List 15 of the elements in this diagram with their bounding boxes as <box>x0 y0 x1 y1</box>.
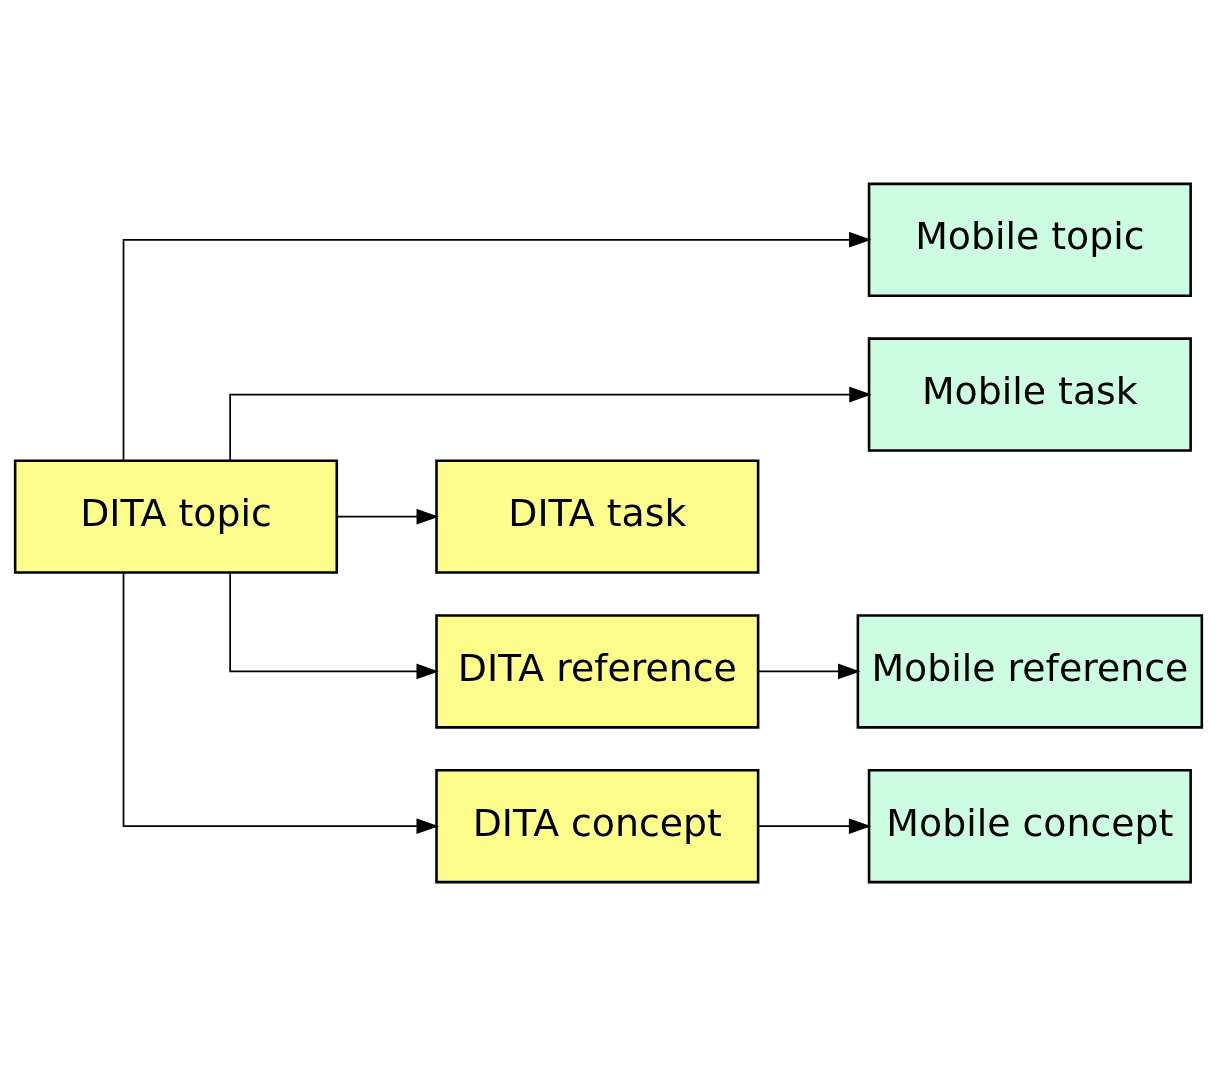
arrow <box>757 818 872 835</box>
node-box: Mobile task <box>867 337 1192 452</box>
arrow <box>122 571 439 835</box>
arrow <box>229 572 439 680</box>
node-box: Mobile reference <box>856 614 1204 729</box>
node-box: Mobile topic <box>867 182 1192 297</box>
node-box: DITA topic <box>13 459 339 574</box>
node-box: Mobile concept <box>867 769 1192 884</box>
node-box: DITA task <box>435 459 760 574</box>
arrow <box>757 663 861 680</box>
arrow <box>229 386 872 462</box>
node-box: DITA reference <box>435 614 760 729</box>
arrow <box>336 508 439 525</box>
arrow <box>122 231 872 462</box>
node-box: DITA concept <box>435 769 760 884</box>
